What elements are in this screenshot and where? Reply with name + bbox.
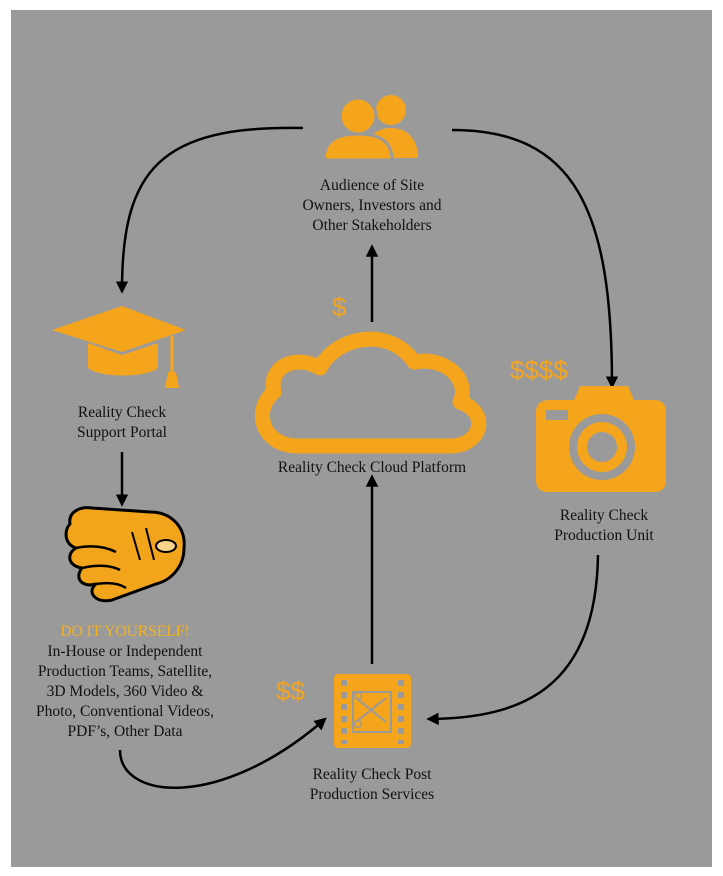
post-line-1: Reality Check Post <box>312 766 432 783</box>
price-tag-production: $$$$ <box>510 355 568 385</box>
camera-icon <box>536 386 666 492</box>
cloud-label: Reality Check Cloud Platform <box>277 459 467 476</box>
audience-label: Audience of Site Owners, Investors and O… <box>262 176 482 236</box>
post-label: Reality Check Post Production Services <box>282 765 462 805</box>
cloud-icon <box>254 331 487 454</box>
pointing-fist-icon <box>64 506 186 603</box>
support-label: Reality Check Support Portal <box>42 403 202 443</box>
arrow-audience-to-production <box>451 128 619 389</box>
diy-line-1: In-House or Independent <box>47 643 203 660</box>
users-icon <box>322 95 418 162</box>
diy-title: DO IT YOURSELF! <box>60 623 190 640</box>
diy-line-2: Production Teams, Satellite, <box>37 663 213 680</box>
support-line-2: Support Portal <box>77 424 167 441</box>
diy-line-5: PDF’s, Other Data <box>67 723 183 740</box>
production-label: Reality Check Production Unit <box>524 506 684 546</box>
film-edit-icon <box>334 674 411 748</box>
arrow-production-to-post <box>426 554 600 726</box>
arrow-audience-to-support <box>115 126 304 294</box>
price-tag-post: $$ <box>276 676 305 706</box>
diy-label: DO IT YOURSELF! In-House or Independent … <box>20 622 230 742</box>
support-line-1: Reality Check <box>77 404 167 421</box>
diy-line-3: 3D Models, 360 Video & <box>46 683 204 700</box>
arrow-diy-to-post <box>118 717 327 790</box>
post-line-2: Production Services <box>309 786 435 803</box>
audience-line-2: Owners, Investors and <box>302 197 442 214</box>
graduation-cap-icon <box>52 306 186 388</box>
price-tag-cloud: $ <box>332 292 347 322</box>
production-line-2: Production Unit <box>554 527 654 544</box>
audience-line-3: Other Stakeholders <box>312 217 432 234</box>
diy-line-4: Photo, Conventional Videos, <box>36 703 214 720</box>
audience-line-1: Audience of Site <box>319 177 425 194</box>
production-line-1: Reality Check <box>559 507 649 524</box>
